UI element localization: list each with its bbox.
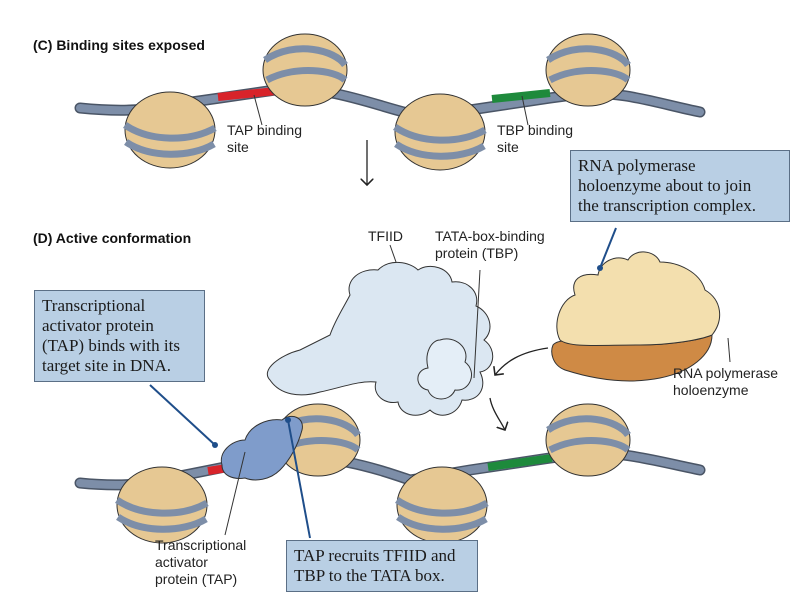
nucleosome <box>545 33 631 107</box>
callout-tap-recruits: TAP recruits TFIID and TBP to the TATA b… <box>286 540 478 592</box>
nucleosome <box>123 91 217 169</box>
tbp-site-leader <box>521 95 529 126</box>
polymerase-label: RNA polymerase holoenzyme <box>673 365 779 398</box>
nucleosome <box>545 403 631 477</box>
callout-pointer <box>599 227 617 269</box>
panel-c-title: (C) Binding sites exposed <box>33 37 205 53</box>
nucleosome <box>115 466 209 544</box>
nucleosome <box>393 93 487 171</box>
polymerase-join-arrow <box>495 347 549 375</box>
panel-c-chromatin <box>74 33 706 171</box>
tfiid-label: TFIID <box>368 228 403 244</box>
callout-polymerase: RNA polymerase holoenzyme about to join … <box>570 150 790 222</box>
tap-protein <box>220 415 303 481</box>
polymerase-leader <box>727 337 731 363</box>
panel-d-chromatin <box>74 403 706 544</box>
rna-polymerase-holoenzyme <box>551 251 721 382</box>
tbp-binding-site <box>487 454 553 471</box>
tap-label-leader <box>224 451 246 536</box>
tbp-binding-site <box>491 89 551 103</box>
tap-binding-site-label: TAP binding site <box>227 122 302 155</box>
tfiid-leader <box>389 244 397 263</box>
tbp-to-tata-arrow <box>489 397 505 430</box>
callout-tap-binds: Transcriptional activator protein (TAP) … <box>34 290 205 382</box>
tfiid-complex <box>267 262 494 416</box>
nucleosome <box>395 466 489 544</box>
tap-site-leader <box>253 94 263 126</box>
tbp-label: TATA-box-binding protein (TBP) <box>435 228 545 261</box>
tbp-binding-site-label: TBP binding site <box>497 122 574 155</box>
callout-pointer <box>149 384 216 446</box>
callout-pointer <box>287 419 311 539</box>
tbp-leader <box>473 269 481 379</box>
nucleosome <box>262 33 348 107</box>
panel-d-title: (D) Active conformation <box>33 230 192 246</box>
tap-binding-site <box>217 87 277 101</box>
tap-label: Transcriptional activator protein (TAP) <box>155 537 247 587</box>
